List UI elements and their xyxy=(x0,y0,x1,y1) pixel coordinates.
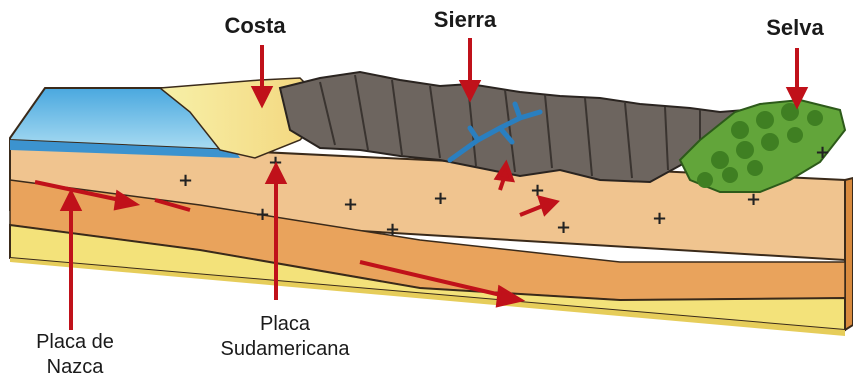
svg-text:+: + xyxy=(178,170,193,191)
label-costa: Costa xyxy=(205,12,305,40)
svg-text:+: + xyxy=(255,204,270,225)
svg-text:+: + xyxy=(746,189,761,210)
svg-text:+: + xyxy=(433,188,448,209)
svg-text:+: + xyxy=(385,219,400,240)
label-placa-sud-line2: Sudamericana xyxy=(170,337,400,362)
svg-text:+: + xyxy=(343,194,358,215)
label-placa-sud-line1: Placa xyxy=(170,312,400,337)
svg-text:+: + xyxy=(556,217,571,238)
label-selva: Selva xyxy=(745,14,845,42)
svg-text:+: + xyxy=(652,208,667,229)
label-placa-nazca-line2: Nazca xyxy=(0,355,150,380)
label-placa-sudamericana: Placa Sudamericana xyxy=(170,312,400,362)
block-right-face xyxy=(845,178,853,330)
svg-text:+: + xyxy=(815,142,830,163)
label-placa-nazca: Placa de Nazca xyxy=(0,330,150,380)
label-placa-nazca-line1: Placa de xyxy=(0,330,150,355)
label-sierra: Sierra xyxy=(405,6,525,34)
